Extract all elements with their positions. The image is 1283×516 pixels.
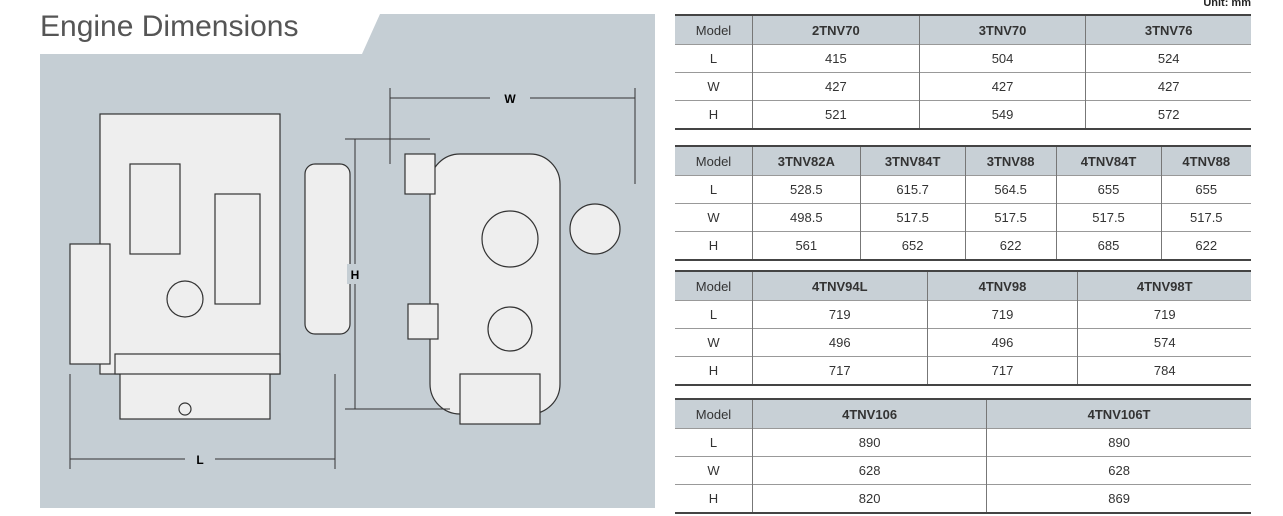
dimension-value: 427 xyxy=(1085,72,1251,101)
dimension-value: 504 xyxy=(918,44,1086,73)
model-name: 3TNV88 xyxy=(964,146,1056,176)
dimension-value: 427 xyxy=(752,72,920,101)
dimension-value: 564.5 xyxy=(964,175,1056,204)
dimension-value: 561 xyxy=(752,231,861,260)
dimension-value: 615.7 xyxy=(859,175,966,204)
model-header: Model xyxy=(675,146,753,176)
engine-front-view xyxy=(404,153,621,425)
dimension-name: W xyxy=(675,456,753,485)
dimension-value: 498.5 xyxy=(752,203,861,232)
dimension-value: 517.5 xyxy=(1055,203,1162,232)
width-label: W xyxy=(504,92,516,106)
dimension-value: 719 xyxy=(752,300,928,329)
unit-label: Unit: mm xyxy=(1203,0,1251,9)
dimension-value: 517.5 xyxy=(1160,203,1251,232)
dimension-value: 652 xyxy=(859,231,966,260)
dimension-value: 415 xyxy=(752,44,920,73)
dimension-name: L xyxy=(675,428,753,457)
engine-dimension-drawing: W H L xyxy=(69,88,636,469)
dimension-value: 628 xyxy=(751,456,987,485)
model-header: Model xyxy=(675,271,753,301)
dimension-name: H xyxy=(675,356,753,385)
model-header: Model xyxy=(675,15,753,45)
dimension-name: W xyxy=(675,328,753,357)
model-name: 4TNV84T xyxy=(1055,146,1162,176)
dimension-value: 517.5 xyxy=(964,203,1056,232)
model-name: 4TNV98 xyxy=(926,271,1078,301)
model-name: 4TNV106T xyxy=(986,399,1251,429)
dimension-value: 622 xyxy=(964,231,1056,260)
model-name: 4TNV88 xyxy=(1160,146,1251,176)
dimension-value: 655 xyxy=(1160,175,1251,204)
dimension-value: 719 xyxy=(926,300,1078,329)
dimension-name: H xyxy=(675,231,753,260)
engine-side-view xyxy=(69,113,351,420)
dimension-value: 572 xyxy=(1085,100,1251,129)
dimension-value: 719 xyxy=(1077,300,1251,329)
model-name: 4TNV106 xyxy=(751,399,987,429)
dimension-value: 496 xyxy=(926,328,1078,357)
dimension-value: 622 xyxy=(1160,231,1251,260)
dimension-name: L xyxy=(675,300,753,329)
dimension-value: 528.5 xyxy=(752,175,861,204)
dimension-value: 521 xyxy=(752,100,920,129)
model-name: 2TNV70 xyxy=(752,15,920,45)
dimension-value: 574 xyxy=(1077,328,1251,357)
dimension-name: H xyxy=(675,484,753,513)
dimension-value: 628 xyxy=(986,456,1251,485)
model-name: 3TNV82A xyxy=(752,146,861,176)
length-label: L xyxy=(196,453,203,467)
dimension-value: 869 xyxy=(986,484,1251,513)
model-header: Model xyxy=(675,399,753,429)
dimension-value: 717 xyxy=(752,356,928,385)
page-title: Engine Dimensions xyxy=(40,10,299,43)
model-name: 4TNV98T xyxy=(1077,271,1251,301)
model-name: 3TNV84T xyxy=(859,146,966,176)
dimension-value: 427 xyxy=(918,72,1086,101)
model-name: 3TNV70 xyxy=(918,15,1086,45)
dimension-value: 820 xyxy=(751,484,987,513)
dimension-value: 496 xyxy=(752,328,928,357)
dimension-value: 517.5 xyxy=(859,203,966,232)
dimension-value: 890 xyxy=(751,428,987,457)
dimension-value: 549 xyxy=(918,100,1086,129)
dimension-name: H xyxy=(675,100,753,129)
dimension-value: 655 xyxy=(1055,175,1162,204)
height-label: H xyxy=(351,268,360,282)
dimension-value: 784 xyxy=(1077,356,1251,385)
dimension-value: 524 xyxy=(1085,44,1251,73)
dimension-name: W xyxy=(675,203,753,232)
dimension-value: 717 xyxy=(926,356,1078,385)
dimension-name: W xyxy=(675,72,753,101)
dimension-value: 890 xyxy=(986,428,1251,457)
dimension-value: 685 xyxy=(1055,231,1162,260)
model-name: 4TNV94L xyxy=(752,271,928,301)
dimension-name: L xyxy=(675,175,753,204)
model-name: 3TNV76 xyxy=(1085,15,1251,45)
dimension-name: L xyxy=(675,44,753,73)
